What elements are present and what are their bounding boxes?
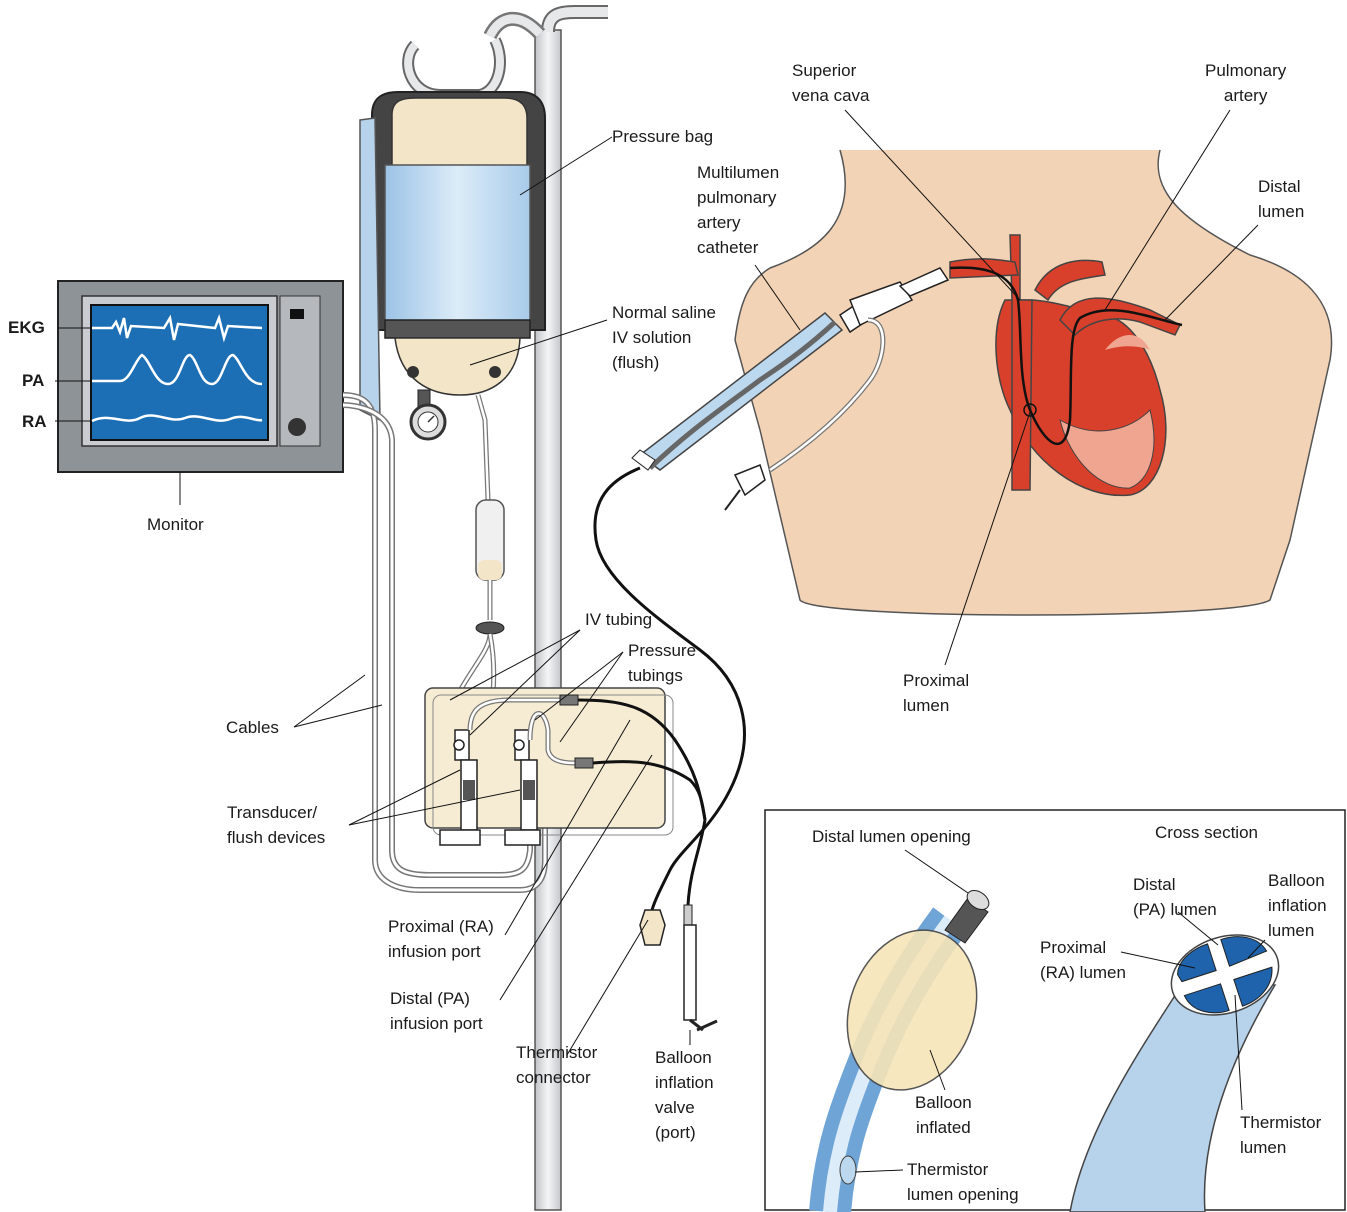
- thermistor-opening-label: Thermistor lumen opening: [907, 1157, 1019, 1207]
- distal-opening-label: Distal lumen opening: [812, 824, 971, 849]
- svc-label: Superior vena cava: [792, 58, 870, 108]
- monitor-label: Monitor: [147, 512, 204, 537]
- thermistor-connector-label: Thermistor connector: [516, 1040, 597, 1090]
- proximal-lumen-label: Proximal lumen: [903, 668, 969, 718]
- saline-label: Normal saline IV solution (flush): [612, 300, 716, 375]
- ra-label: RA: [22, 409, 47, 434]
- cross-section-label: Cross section: [1155, 820, 1258, 845]
- thermistor-lumen-label: Thermistor lumen: [1240, 1110, 1321, 1160]
- transducer-label: Transducer/ flush devices: [227, 800, 325, 850]
- pa-label: PA: [22, 368, 44, 393]
- ekg-label: EKG: [8, 315, 45, 340]
- balloon-syringe: [684, 905, 717, 1030]
- proximal-port-label: Proximal (RA) infusion port: [388, 914, 494, 964]
- pressure-bag-label: Pressure bag: [612, 124, 713, 149]
- transducer-plate: [425, 688, 673, 845]
- proximal-ra-lumen-label: Proximal (RA) lumen: [1040, 935, 1126, 985]
- pressure-tubings-label: Pressure tubings: [628, 638, 696, 688]
- distal-pa-lumen-label: Distal (PA) lumen: [1133, 872, 1217, 922]
- monitor: [58, 281, 343, 472]
- balloon-inflated-label: Balloon inflated: [915, 1090, 972, 1140]
- distal-port-label: Distal (PA) infusion port: [390, 986, 483, 1036]
- distal-lumen-label: Distal lumen: [1258, 174, 1304, 224]
- pulmonary-artery-label: Pulmonary artery: [1205, 58, 1286, 108]
- catheter-label: Multilumen pulmonary artery catheter: [697, 160, 779, 260]
- balloon-valve-label: Balloon inflation valve (port): [655, 1045, 714, 1145]
- pressure-bag: [360, 40, 545, 439]
- cables-label: Cables: [226, 715, 279, 740]
- iv-tubing-label: IV tubing: [585, 607, 652, 632]
- balloon-lumen-label: Balloon inflation lumen: [1268, 868, 1327, 943]
